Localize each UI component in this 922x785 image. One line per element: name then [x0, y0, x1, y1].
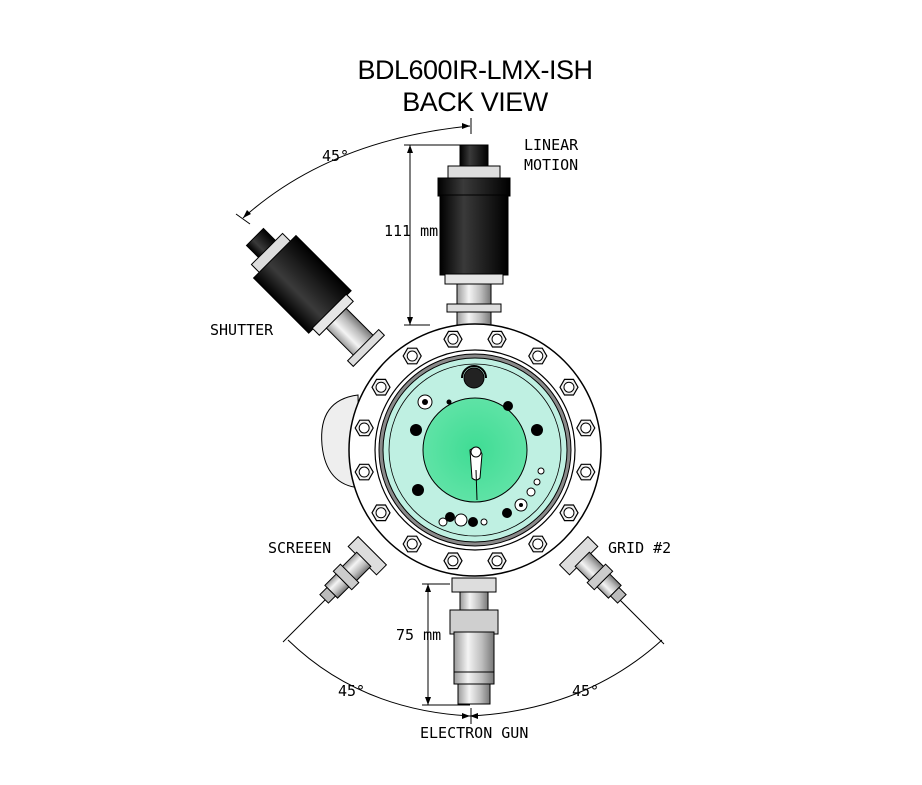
flange-bolt [528, 535, 548, 553]
screen-feedthrough [319, 535, 388, 604]
title-line-1: BDL600IR-LMX-ISH [357, 55, 592, 85]
flange-bolt [402, 535, 422, 553]
linear-motion-label-line-2: MOTION [524, 156, 578, 174]
length-label-bottom: 75 mm [396, 626, 441, 644]
electron-gun-label: ELECTRON GUN [420, 724, 528, 742]
angle-label-bottom-left: 45° [338, 682, 365, 700]
length-label-top: 111 mm [384, 222, 438, 240]
flange-bolt [528, 347, 548, 365]
flange-bolt [487, 552, 507, 570]
screen-label: SCREEEN [268, 539, 331, 557]
grid-feedthrough [558, 535, 627, 604]
shutter-actuator [245, 227, 386, 368]
grid-label: GRID #2 [608, 539, 671, 557]
length-dimension-top [404, 144, 470, 326]
screen-internals [410, 365, 545, 527]
shutter-label: SHUTTER [210, 321, 274, 339]
electron-gun [449, 577, 499, 705]
flange-bolt [371, 504, 391, 522]
angle-label-top-left: 45° [322, 147, 349, 165]
flange-bolts [354, 330, 596, 570]
length-dimension-bottom [422, 583, 470, 706]
flange-bolt [354, 463, 374, 481]
linear-motion-actuator [437, 144, 511, 331]
angle-label-bottom-right: 45° [572, 682, 599, 700]
flange-bolt [559, 378, 579, 396]
flange-bolt [443, 552, 463, 570]
flange-bolt [371, 378, 391, 396]
flange-bolt [576, 463, 596, 481]
flange-bolt [402, 347, 422, 365]
flange-bolt [354, 419, 374, 437]
flange-bolt [559, 504, 579, 522]
angle-dimension-top-left [235, 118, 472, 225]
title-line-2: BACK VIEW [402, 87, 549, 117]
flange-bolt [487, 330, 507, 348]
flange-bolt [576, 419, 596, 437]
flange-bolt [443, 330, 463, 348]
linear-motion-label-line-1: LINEAR [524, 136, 579, 154]
